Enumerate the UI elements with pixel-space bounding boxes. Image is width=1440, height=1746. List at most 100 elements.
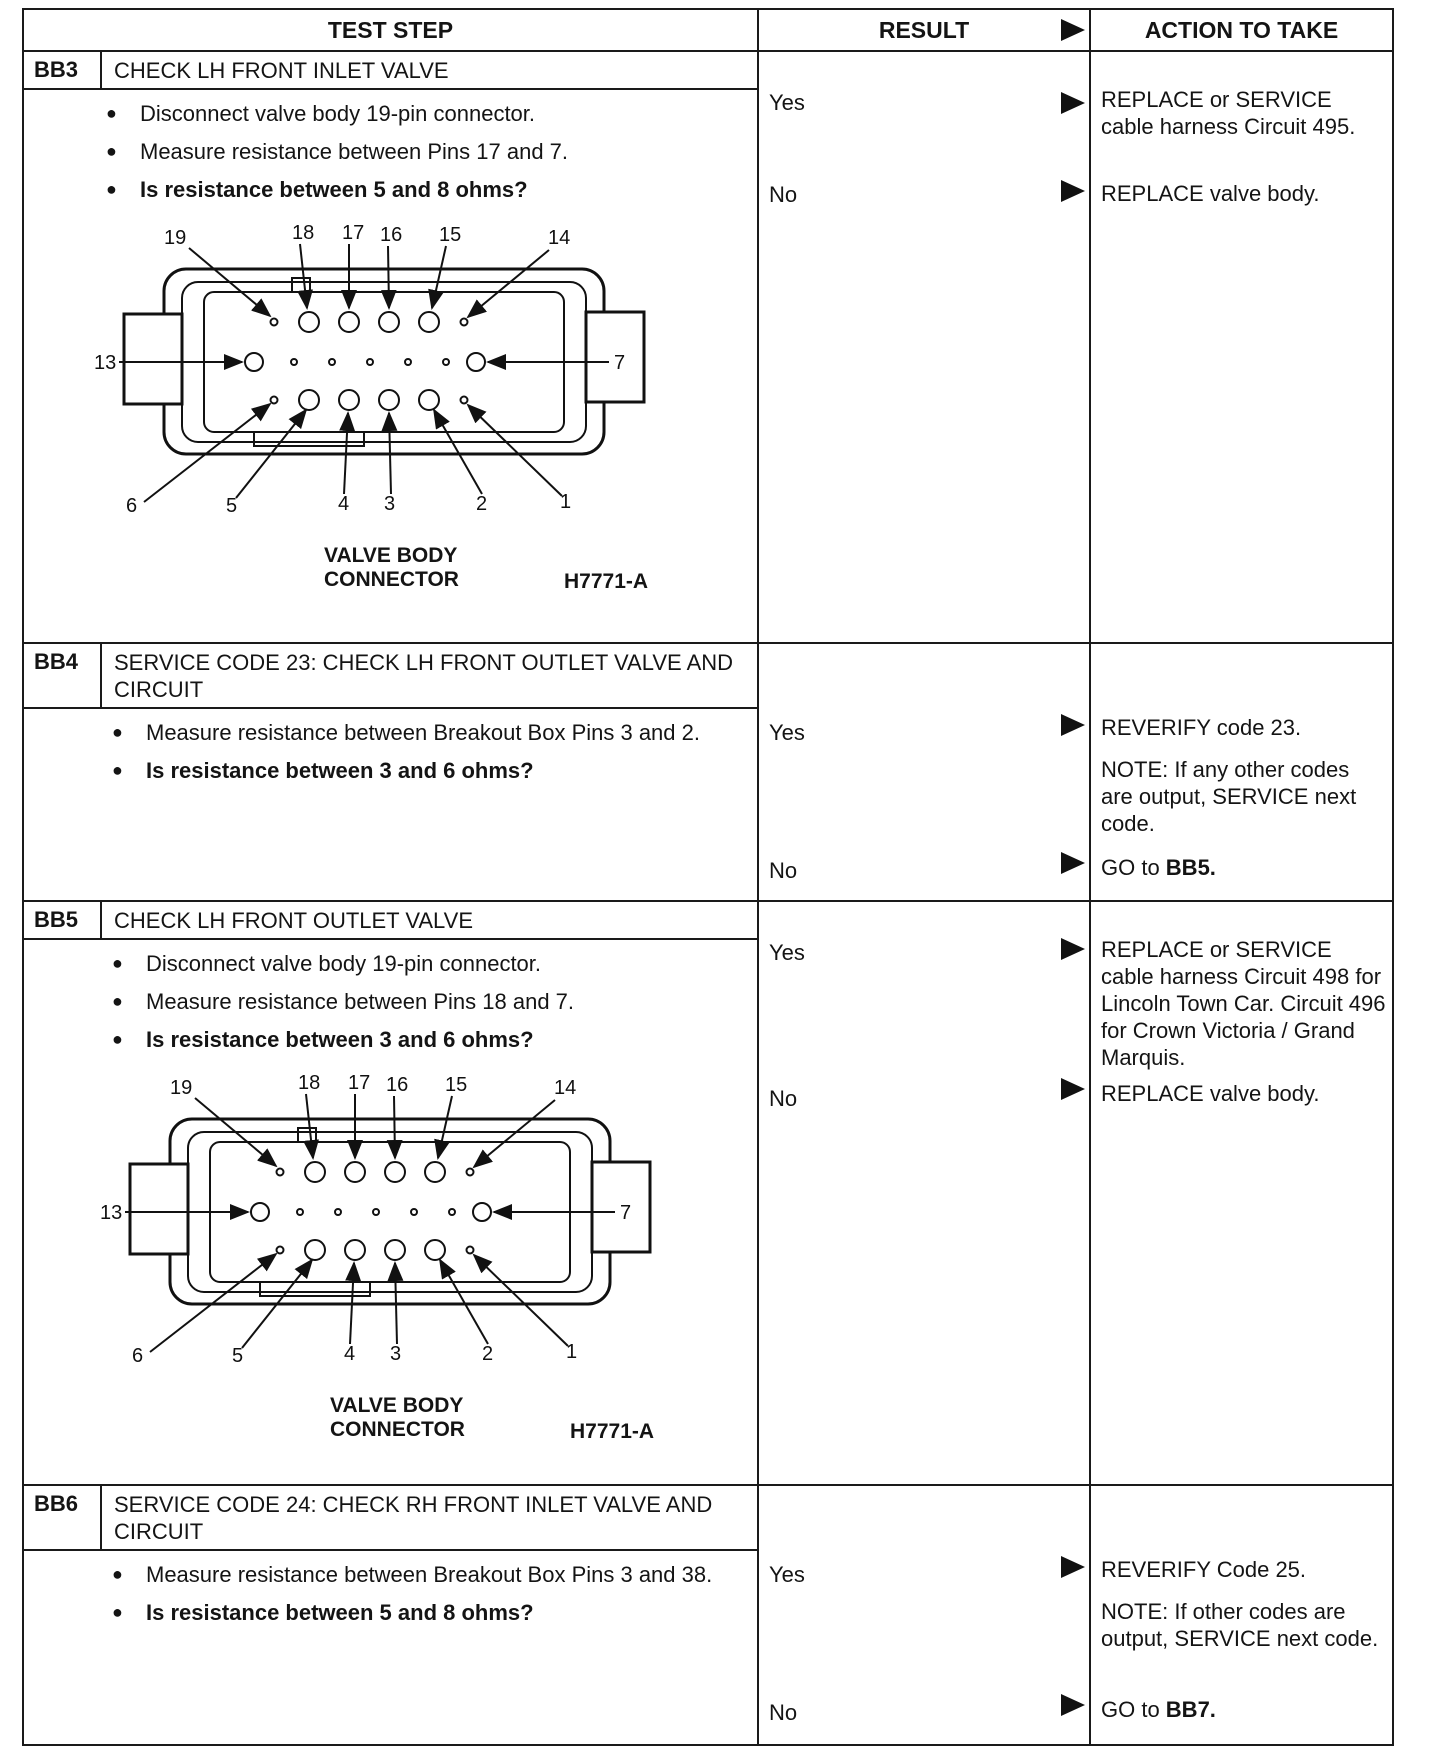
action-yes-note: NOTE: If other codes are output, SERVICE… xyxy=(1101,1599,1379,1651)
result-cell: Yes No xyxy=(757,642,1091,902)
list-item: Is resistance between 3 and 6 ohms? xyxy=(112,1026,757,1053)
table-row: BB4 SERVICE CODE 23: CHECK LH FRONT OUTL… xyxy=(22,642,1394,902)
figure-code: H7771-A xyxy=(570,1420,655,1443)
pin-label: 18 xyxy=(298,1072,320,1094)
pin-label: 5 xyxy=(226,495,237,517)
leader-line xyxy=(387,1261,404,1345)
pin-label: 5 xyxy=(232,1345,243,1367)
header-result-label: RESULT xyxy=(878,16,970,43)
leader-line xyxy=(297,243,313,310)
connector-pin xyxy=(378,389,400,411)
connector-pin xyxy=(298,389,320,411)
arrow-right-icon xyxy=(1061,1694,1085,1716)
leader-line xyxy=(149,1252,278,1353)
pin-label: 15 xyxy=(439,224,461,246)
pin-label: 16 xyxy=(380,224,402,246)
connector-pin xyxy=(465,1245,475,1255)
pin-label: 19 xyxy=(170,1077,192,1099)
figure-caption-line: CONNECTOR xyxy=(330,1418,465,1441)
connector-pin xyxy=(338,389,360,411)
connector-pin xyxy=(384,1239,406,1261)
pin-label: 17 xyxy=(342,222,364,244)
pin-label: 7 xyxy=(614,352,625,374)
pin-label: 15 xyxy=(445,1074,467,1096)
pin-label: 3 xyxy=(390,1343,401,1365)
leader-line xyxy=(339,411,356,495)
action-no-prefix: GO to xyxy=(1101,855,1166,880)
list-item: Is resistance between 5 and 8 ohms? xyxy=(106,176,757,203)
header-test-step: TEST STEP xyxy=(22,8,759,52)
step-instructions: Measure resistance between Breakout Box … xyxy=(24,709,757,784)
list-item: Disconnect valve body 19-pin connector. xyxy=(106,100,757,127)
connector-pin xyxy=(466,352,486,372)
result-cell: Yes No xyxy=(757,1484,1091,1746)
arrow-right-icon xyxy=(1061,1078,1085,1100)
pin-label: 4 xyxy=(344,1343,355,1365)
connector-pin xyxy=(296,1208,304,1216)
step-title: SERVICE CODE 23: CHECK LH FRONT OUTLET V… xyxy=(114,650,734,702)
connector-pin xyxy=(442,358,450,366)
arrow-right-icon xyxy=(1061,1556,1085,1578)
connector-pin xyxy=(424,1161,446,1183)
connector-pin xyxy=(372,1208,380,1216)
leader-line xyxy=(235,408,308,499)
step-id: BB4 xyxy=(24,644,102,707)
step-title: SERVICE CODE 24: CHECK RH FRONT INLET VA… xyxy=(114,1492,713,1544)
action-yes: REVERIFY code 23. xyxy=(1101,715,1302,740)
list-item: Is resistance between 5 and 8 ohms? xyxy=(112,1599,757,1626)
result-yes: Yes xyxy=(769,940,805,965)
step-heading: BB3 CHECK LH FRONT INLET VALVE xyxy=(24,52,757,90)
arrow-right-icon xyxy=(1061,92,1085,114)
connector-pin xyxy=(404,358,412,366)
list-item: Is resistance between 3 and 6 ohms? xyxy=(112,757,757,784)
action-cell: REVERIFY code 23. NOTE: If any other cod… xyxy=(1089,642,1394,902)
pin-label: 6 xyxy=(132,1345,143,1367)
leader-line xyxy=(433,408,483,495)
leader-line xyxy=(428,245,447,310)
connector-pin xyxy=(465,1167,475,1177)
action-cell: REVERIFY Code 25. NOTE: If other codes a… xyxy=(1089,1484,1394,1746)
leader-line xyxy=(439,1258,489,1345)
test-step-cell: BB6 SERVICE CODE 24: CHECK RH FRONT INLE… xyxy=(22,1484,759,1746)
result-yes: Yes xyxy=(769,1562,805,1587)
action-cell: REPLACE or SERVICE cable harness Circuit… xyxy=(1089,900,1394,1486)
pin-label: 19 xyxy=(164,227,186,249)
pin-label: 13 xyxy=(100,1202,122,1224)
pin-label: 1 xyxy=(560,491,571,513)
pin-label: 3 xyxy=(384,493,395,515)
key-notch xyxy=(259,1282,371,1297)
result-no: No xyxy=(769,1086,798,1111)
figure-caption-line: CONNECTOR xyxy=(324,568,459,591)
leader-line xyxy=(472,1253,569,1347)
connector-pin xyxy=(418,389,440,411)
result-no: No xyxy=(769,858,798,883)
action-no: GO to BB5. xyxy=(1101,854,1386,881)
pin-label: 2 xyxy=(476,493,487,515)
action-yes: REPLACE or SERVICE cable harness Circuit… xyxy=(1101,937,1386,1070)
header-result: RESULT xyxy=(757,8,1091,52)
left-latch xyxy=(128,1162,190,1256)
pin-label: 4 xyxy=(338,493,349,515)
connector-pin xyxy=(269,317,279,327)
connector-pin xyxy=(410,1208,418,1216)
leader-line xyxy=(380,245,397,310)
key-notch xyxy=(297,1127,317,1142)
leader-line xyxy=(188,247,272,318)
result-no: No xyxy=(769,182,798,207)
pin-label: 14 xyxy=(554,1077,576,1099)
figure-caption: VALVE BODY CONNECTOR xyxy=(324,544,459,592)
pin-label: 7 xyxy=(620,1202,631,1224)
connector-pin xyxy=(424,1239,446,1261)
step-heading: BB5 CHECK LH FRONT OUTLET VALVE xyxy=(24,902,757,940)
left-latch xyxy=(122,312,184,406)
connector-pin xyxy=(366,358,374,366)
connector-pin xyxy=(384,1161,406,1183)
connector-pin xyxy=(304,1161,326,1183)
leader-line xyxy=(194,1097,278,1168)
right-latch xyxy=(590,1160,652,1254)
list-item: Measure resistance between Pins 18 and 7… xyxy=(112,988,757,1015)
pin-label: 14 xyxy=(548,227,570,249)
